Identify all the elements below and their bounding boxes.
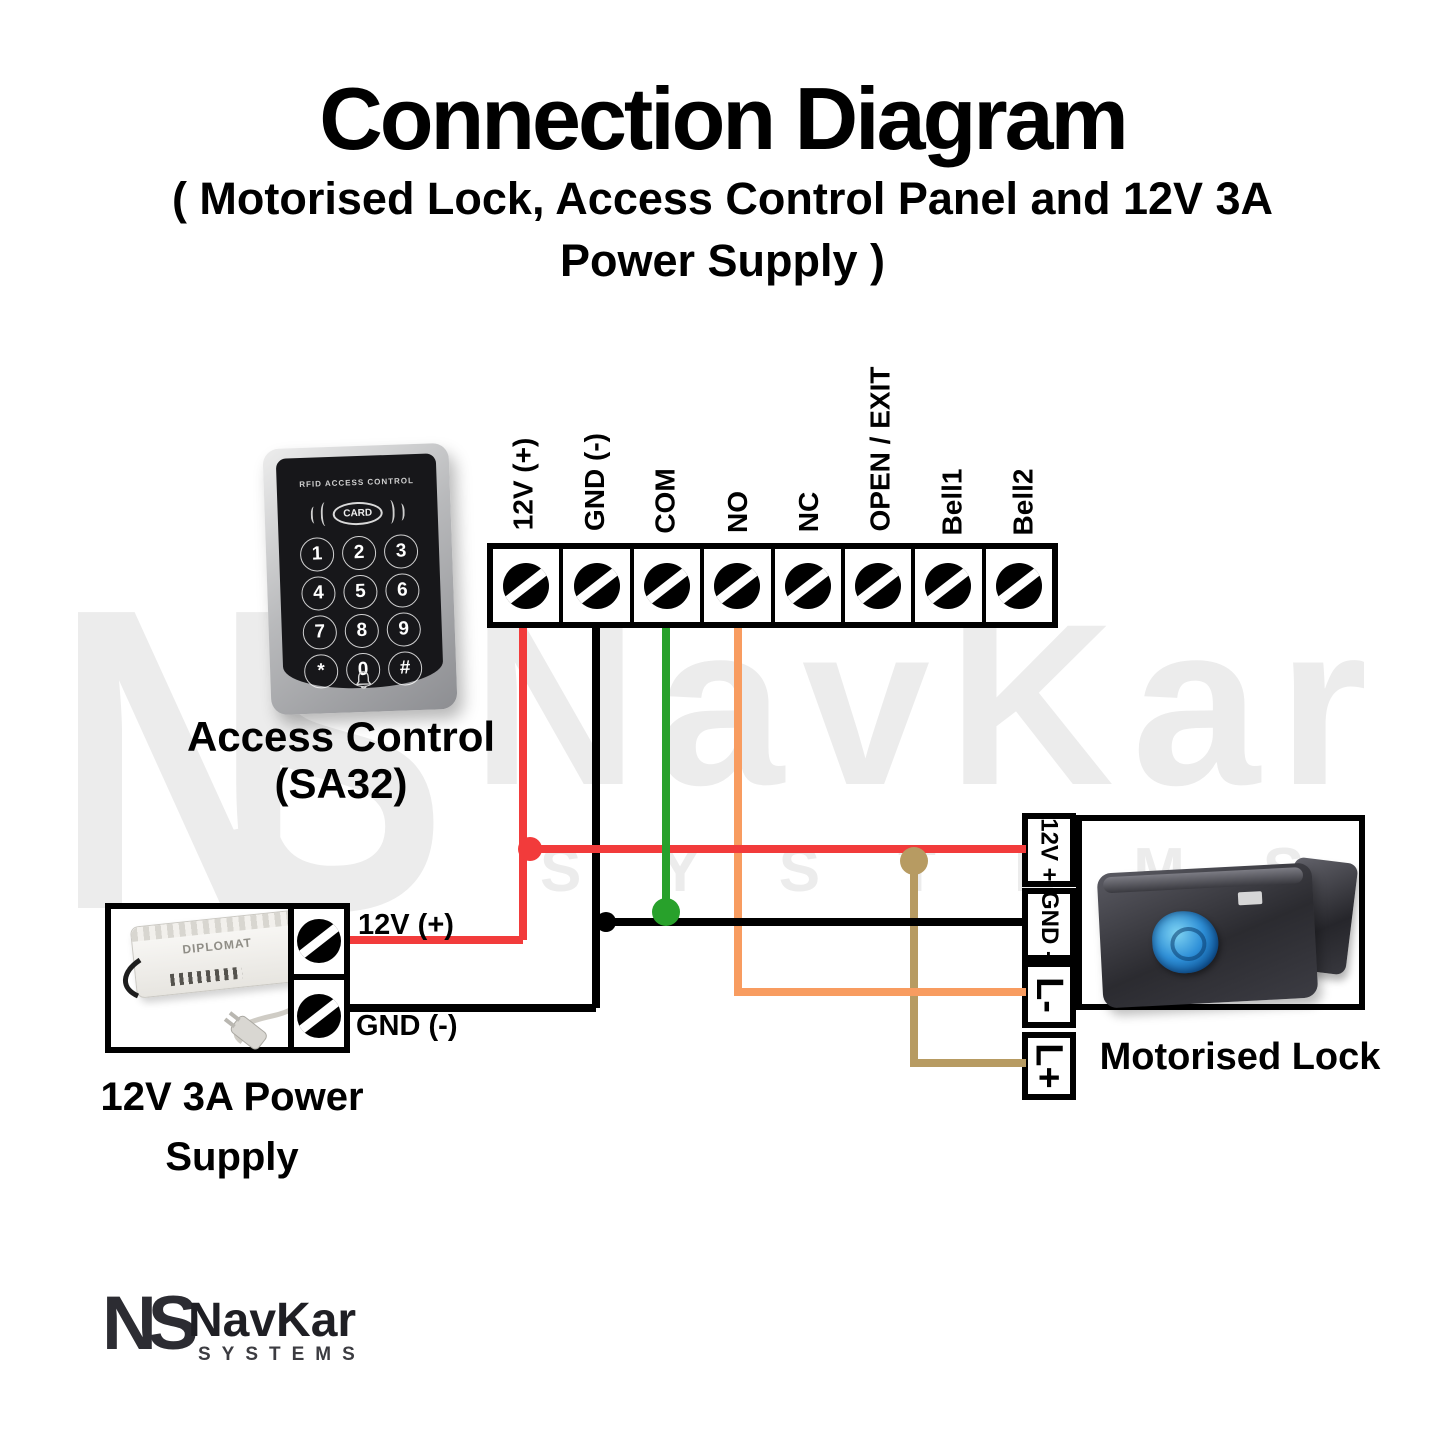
screw-icon bbox=[995, 562, 1042, 609]
key-3: 3 bbox=[383, 533, 419, 570]
bell-icon bbox=[351, 668, 376, 698]
key-star: * bbox=[303, 653, 339, 689]
access-control-caption-line2: (SA32) bbox=[274, 760, 408, 807]
card-reader-logo: CARD bbox=[277, 493, 438, 533]
access-control-device-photo: RFID ACCESS CONTROL CARD 1 2 3 4 5 6 7 8… bbox=[262, 442, 458, 716]
terminal-label-bell2: Bell2 bbox=[1007, 468, 1038, 536]
terminal-open-exit bbox=[845, 549, 916, 622]
footer-ns-monogram: NS bbox=[102, 1281, 198, 1366]
lock-top-face bbox=[1102, 866, 1304, 894]
terminal-bell1 bbox=[915, 549, 986, 622]
page-subtitle-line1: ( Motorised Lock, Access Control Panel a… bbox=[171, 173, 1274, 224]
wave-icon bbox=[385, 499, 396, 525]
screw-icon bbox=[855, 562, 902, 609]
key-6: 6 bbox=[384, 572, 421, 609]
key-4: 4 bbox=[300, 575, 337, 612]
lock-terminal-l-plus: L+ bbox=[1022, 1032, 1076, 1100]
terminal-gnd bbox=[563, 549, 634, 622]
psu-label-12v: 12V (+) bbox=[358, 909, 454, 941]
lock-terminal-12v: 12V + bbox=[1022, 813, 1076, 887]
terminal-nc bbox=[775, 549, 845, 622]
key-1: 1 bbox=[299, 536, 335, 573]
motorised-lock-caption: Motorised Lock bbox=[1099, 1036, 1381, 1078]
screw-icon bbox=[503, 562, 550, 609]
junction-dot-red bbox=[518, 837, 542, 861]
lock-knob bbox=[1150, 909, 1220, 975]
terminal-label-12v: 12V (+) bbox=[507, 437, 539, 531]
power-supply-caption-line2: Supply bbox=[165, 1135, 299, 1179]
footer-brand-systems: SYSTEMS bbox=[198, 1344, 366, 1365]
screw-icon bbox=[297, 919, 341, 963]
page-subtitle-line2: Power Supply ) bbox=[559, 235, 886, 286]
screw-icon bbox=[573, 562, 620, 609]
key-hash: # bbox=[387, 650, 423, 687]
lock-body-photo bbox=[1096, 862, 1319, 1009]
psu-label-gnd: GND (-) bbox=[356, 1010, 458, 1042]
adapter-vents bbox=[169, 966, 243, 987]
terminal-label-open-exit: OPEN / EXIT bbox=[864, 366, 895, 532]
key-7: 7 bbox=[302, 614, 338, 651]
screw-icon bbox=[297, 994, 341, 1038]
page-title: Connection Diagram bbox=[319, 69, 1129, 168]
key-2: 2 bbox=[341, 535, 377, 571]
terminal-no bbox=[704, 549, 775, 622]
wave-icon bbox=[319, 502, 330, 527]
access-panel-terminal-block bbox=[487, 543, 1058, 628]
keypad-keys: 1 2 3 4 5 6 7 8 9 * 0 # bbox=[299, 533, 423, 689]
screw-icon bbox=[643, 562, 690, 609]
key-9: 9 bbox=[386, 611, 422, 648]
lock-terminal-gnd: GND - bbox=[1022, 888, 1076, 961]
power-supply-terminal-divider bbox=[288, 974, 350, 980]
power-supply-caption-line1: 12V 3A Power bbox=[100, 1075, 364, 1119]
keypad-panel: RFID ACCESS CONTROL CARD 1 2 3 4 5 6 7 8… bbox=[275, 453, 444, 691]
terminal-label-com: COM bbox=[650, 468, 682, 534]
wave-icon bbox=[397, 502, 406, 521]
terminal-com bbox=[634, 549, 705, 622]
lock-terminal-l-minus: L- bbox=[1022, 961, 1076, 1028]
terminal-12v bbox=[493, 549, 564, 622]
card-label: CARD bbox=[331, 500, 384, 526]
footer-brand-name: NavKar bbox=[188, 1294, 357, 1347]
junction-dot-black bbox=[596, 912, 616, 932]
screw-icon bbox=[784, 562, 831, 609]
screw-icon bbox=[714, 562, 761, 609]
access-control-caption-line1: Access Control bbox=[186, 713, 496, 760]
key-8: 8 bbox=[344, 613, 380, 649]
terminal-bell2 bbox=[986, 549, 1052, 622]
lock-sticker bbox=[1237, 891, 1263, 906]
key-5: 5 bbox=[342, 574, 379, 610]
terminal-label-bell1: Bell1 bbox=[936, 468, 967, 536]
wave-icon bbox=[309, 505, 318, 524]
keypad-header-text: RFID ACCESS CONTROL bbox=[299, 476, 415, 490]
terminal-label-no: NO bbox=[722, 491, 753, 533]
terminal-label-nc: NC bbox=[793, 491, 825, 533]
screw-icon bbox=[925, 562, 972, 609]
terminal-label-gnd: GND (-) bbox=[579, 433, 611, 531]
motorised-lock-box bbox=[1076, 815, 1365, 1010]
